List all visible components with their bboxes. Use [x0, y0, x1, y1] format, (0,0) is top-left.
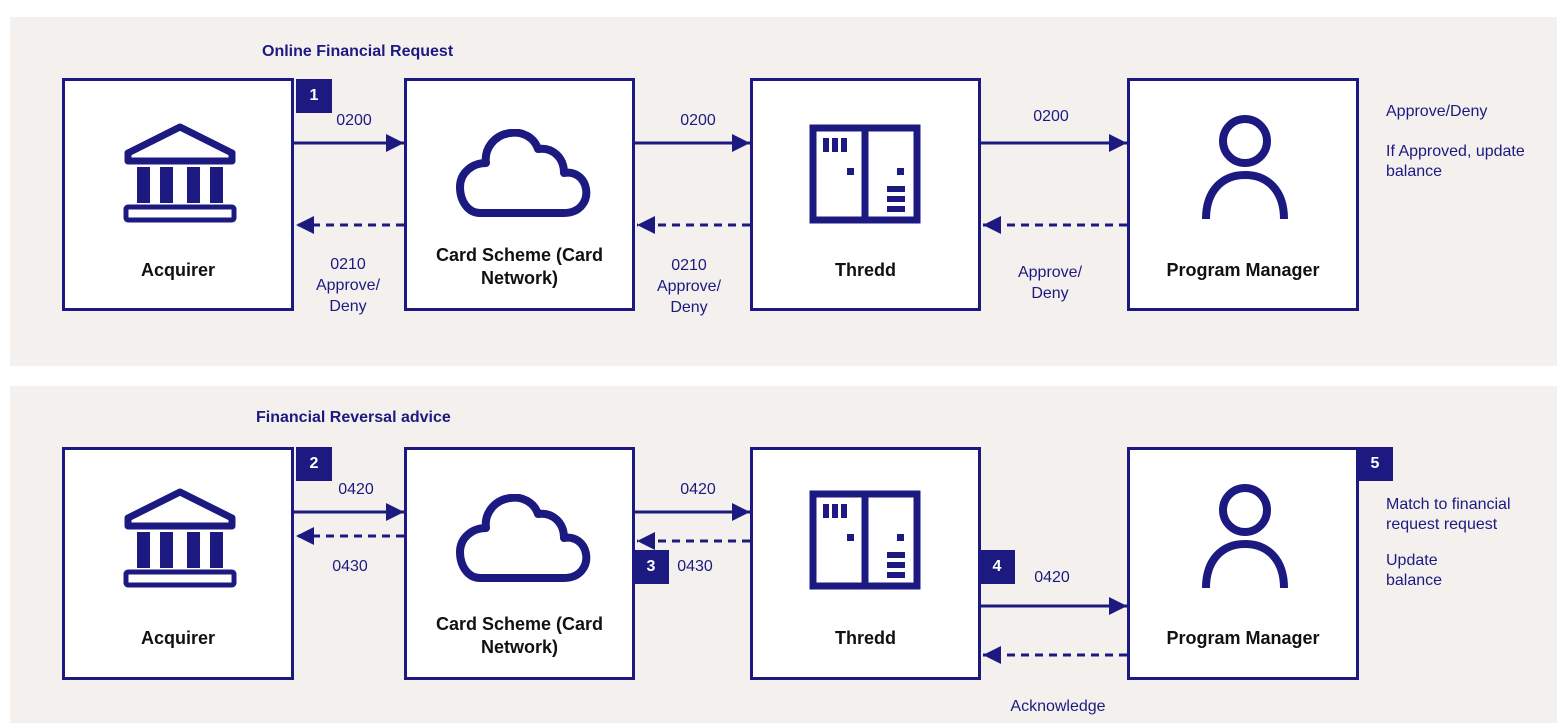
message-label: 0210 Approve/ Deny — [315, 256, 381, 315]
section-title: Financial Reversal advice — [256, 409, 451, 426]
card-scheme-label: Card Scheme (Card Network) — [435, 614, 604, 657]
step-badge: 3 — [633, 550, 669, 584]
bank-icon — [123, 123, 237, 223]
pm-note: Approve/Deny — [1386, 103, 1488, 120]
card-scheme-box: Card Scheme (Card Network) — [404, 78, 635, 311]
message-label: Approve/ Deny — [1017, 264, 1083, 302]
step-badge: 2 — [296, 447, 332, 481]
message-label: 0420 — [680, 481, 716, 498]
step-badge: 5 — [1357, 447, 1393, 481]
cloud-icon — [456, 494, 591, 582]
section-title: Online Financial Request — [262, 43, 454, 60]
message-label: 0430 — [677, 558, 713, 575]
message-label: 0430 — [332, 558, 368, 575]
message-label: 0200 — [336, 112, 372, 129]
thredd-box: Thredd — [750, 78, 981, 311]
acquirer-label: Acquirer — [140, 260, 216, 280]
pm-note: Match to financial request request — [1386, 496, 1511, 533]
program-manager-box: Program Manager — [1127, 78, 1359, 311]
pm-note: Update balance — [1386, 552, 1443, 589]
message-label: 0420 — [1034, 569, 1070, 586]
cloud-icon — [456, 129, 591, 217]
card-scheme-label: Card Scheme (Card Network) — [435, 245, 604, 288]
message-label: Acknowledge — [1010, 698, 1106, 715]
thredd-box: Thredd — [750, 447, 981, 680]
program-manager-label: Program Manager — [1166, 628, 1320, 648]
message-label: 0200 — [680, 112, 716, 129]
thredd-label: Thredd — [835, 260, 896, 280]
building-icon — [809, 490, 921, 590]
message-label: 0420 — [338, 481, 374, 498]
thredd-label: Thredd — [835, 628, 896, 648]
person-icon — [1202, 115, 1288, 220]
building-icon — [809, 124, 921, 224]
message-label: 0210 Approve/ Deny — [656, 257, 722, 316]
pm-note: If Approved, update balance — [1386, 143, 1525, 180]
person-icon — [1202, 484, 1288, 589]
acquirer-label: Acquirer — [140, 628, 216, 648]
step-badge: 1 — [296, 79, 332, 113]
bank-icon — [123, 488, 237, 588]
acquirer-box: Acquirer — [62, 447, 294, 680]
program-manager-box: Program Manager — [1127, 447, 1359, 680]
card-scheme-box: Card Scheme (Card Network) — [404, 447, 635, 680]
acquirer-box: Acquirer — [62, 78, 294, 311]
program-manager-label: Program Manager — [1166, 260, 1320, 280]
step-badge: 4 — [979, 550, 1015, 584]
message-label: 0200 — [1033, 108, 1069, 125]
